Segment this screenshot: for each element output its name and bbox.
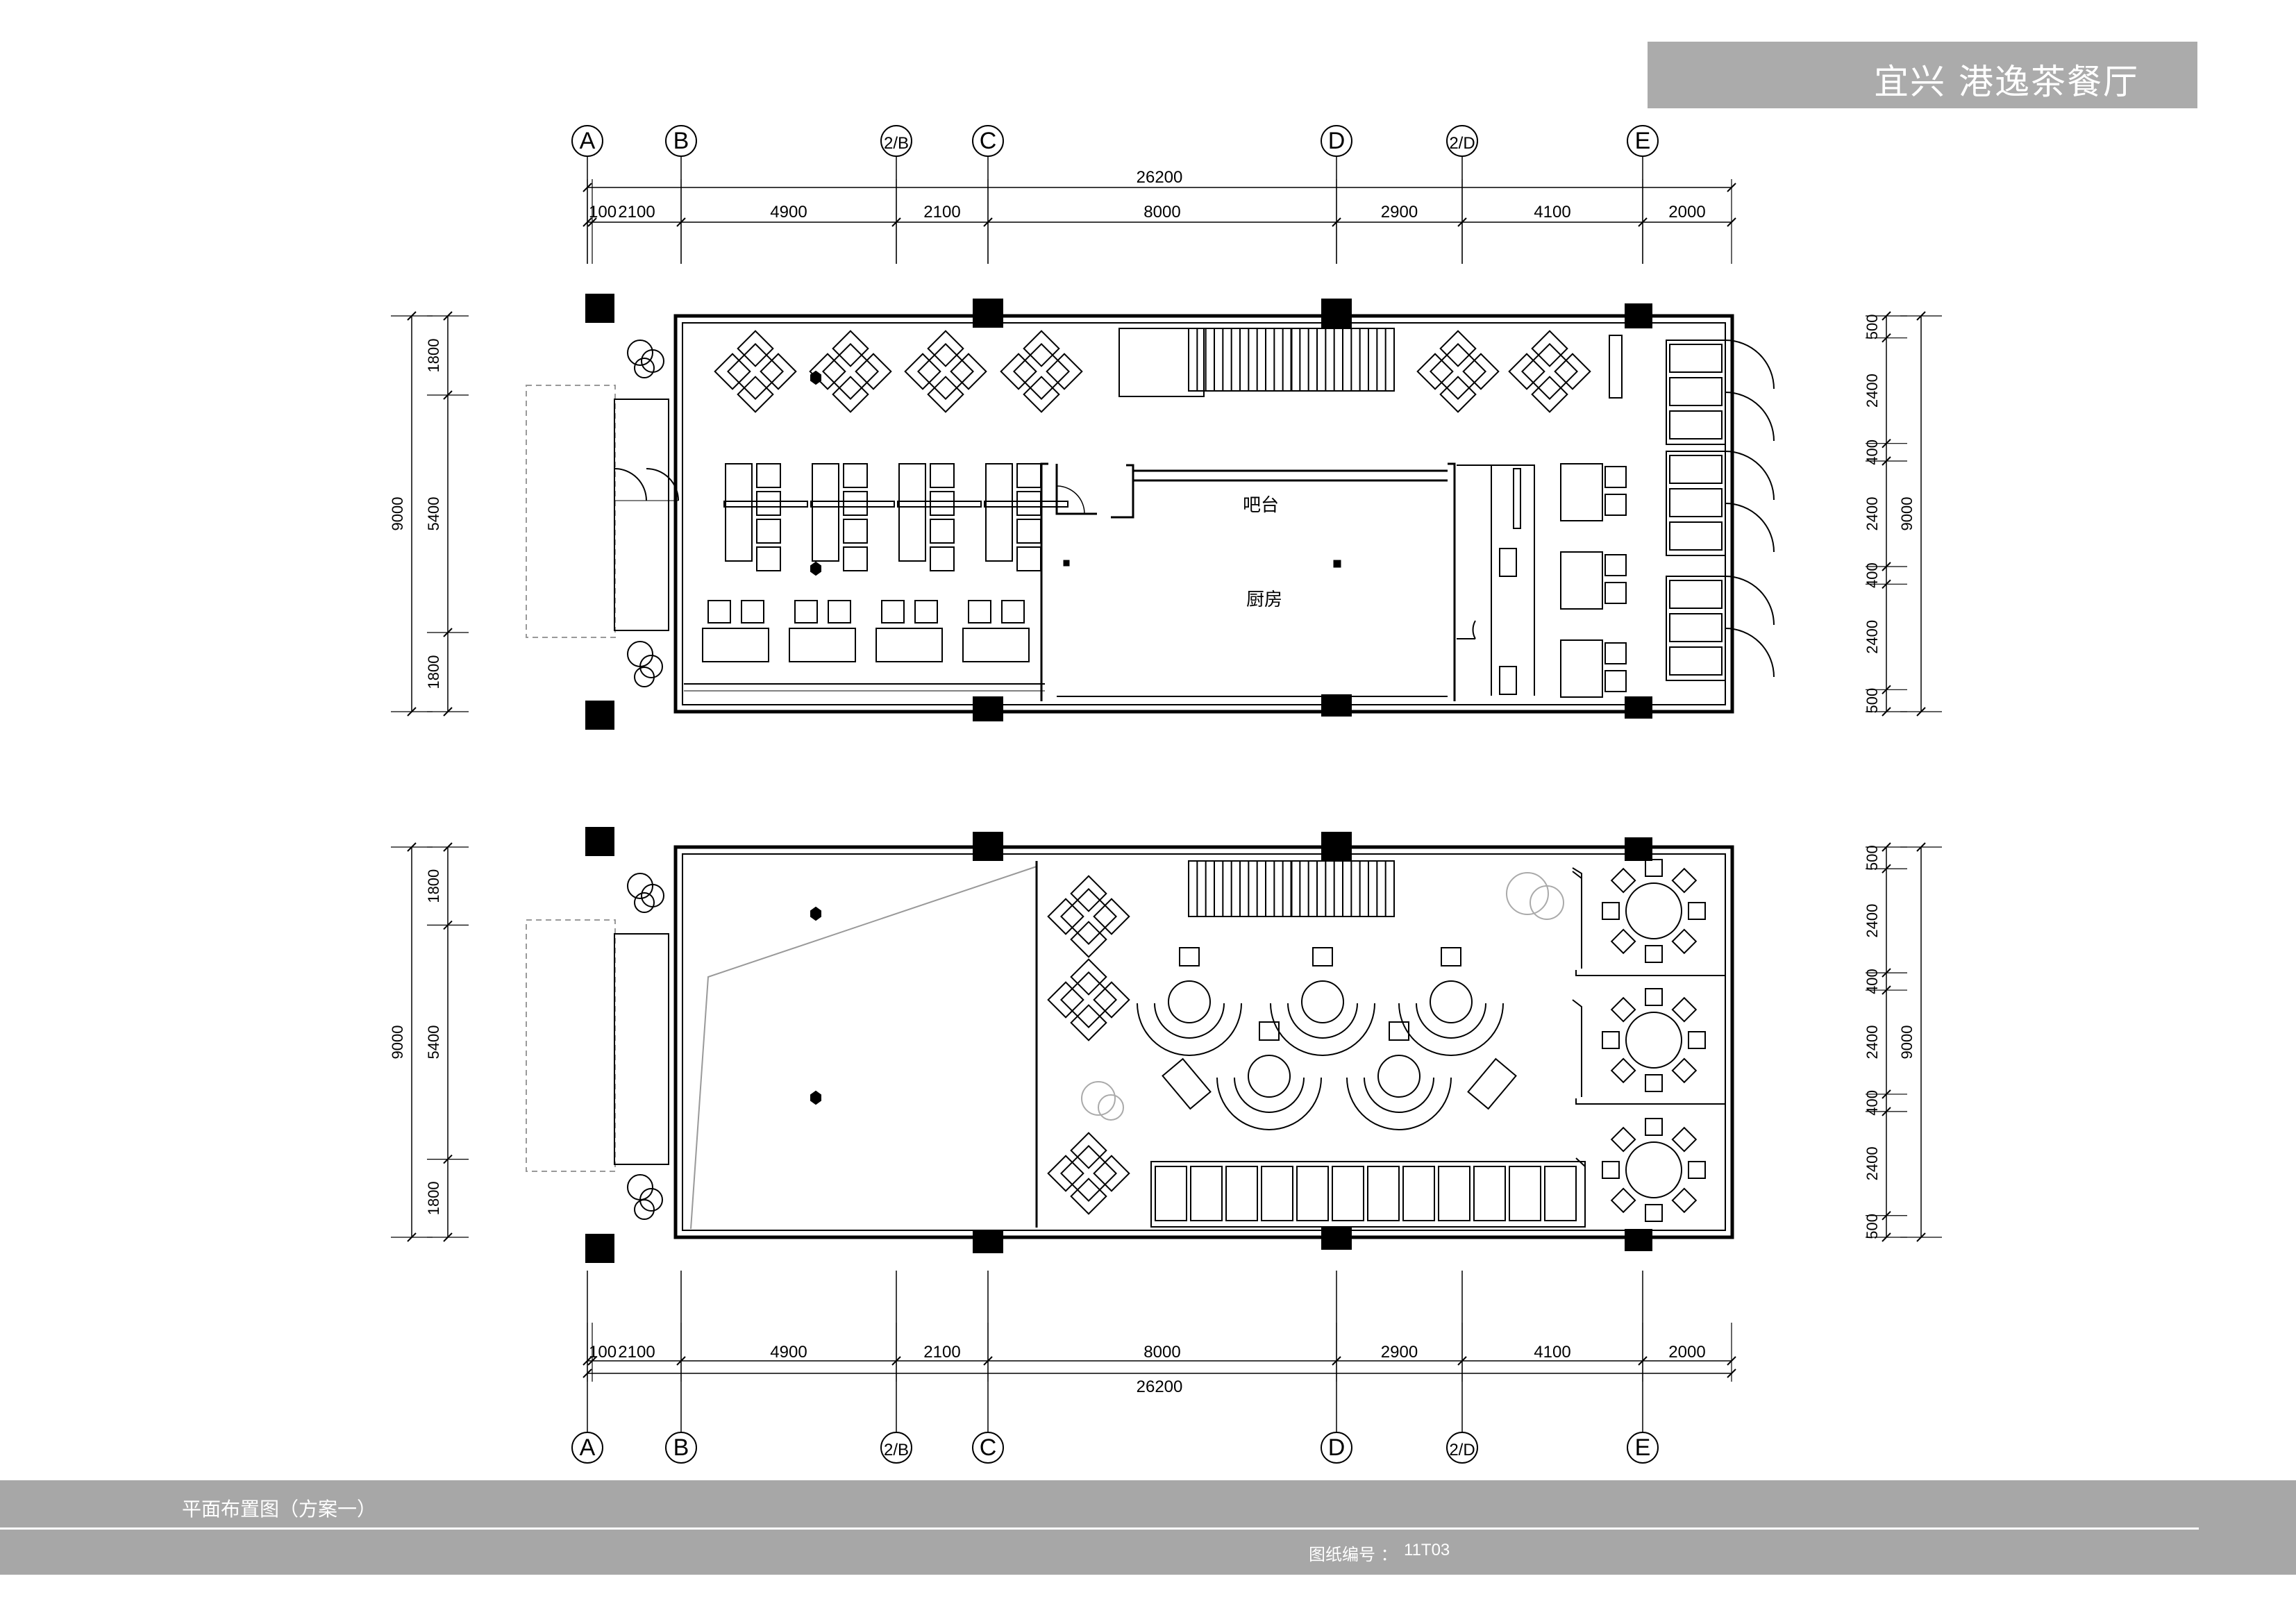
upper-stairs xyxy=(1118,328,1395,397)
upper-plants xyxy=(627,340,664,687)
plan-upper: 吧台 厨房 xyxy=(526,294,1775,730)
dim-segment-4: 8000 xyxy=(1143,1343,1180,1362)
lower-stairs xyxy=(1188,860,1395,917)
upper-outer-wall xyxy=(673,314,1734,714)
vdim-label: 400 xyxy=(1863,1090,1881,1116)
axis-bubbles-bottom: A B 2/B C D 2/D E xyxy=(571,1271,1659,1464)
axis-label-2: 2/B xyxy=(884,1441,909,1459)
dim-segment-0: 100 xyxy=(589,1343,617,1362)
dim-segment-5: 2900 xyxy=(1381,1343,1418,1362)
drawing-name: 平面布置图（方案一） xyxy=(182,1498,377,1521)
dim-segment-6: 4100 xyxy=(1534,1343,1570,1362)
vdim-label: 2400 xyxy=(1863,1026,1881,1060)
drawing-code-label: 图纸编号 ： xyxy=(1309,1545,1398,1564)
dim-segment-0: 100 xyxy=(589,203,617,221)
vdim-label: 2400 xyxy=(1863,620,1881,654)
dim-segment-2: 4900 xyxy=(770,1343,807,1362)
footer-band: 平面布置图（方案一） 图纸编号 ： 11T03 xyxy=(0,1480,2296,1575)
vdim-label: 400 xyxy=(1863,440,1881,465)
axis-label-5: 2/D xyxy=(1449,134,1475,153)
vdim-label: 1800 xyxy=(425,339,442,373)
lower-plants xyxy=(627,873,664,1220)
title-block: 宜兴 港逸茶餐厅 xyxy=(1648,42,2197,108)
bar-label: 吧台 xyxy=(1243,494,1279,515)
lower-booths xyxy=(1150,1157,1586,1228)
footer-divider xyxy=(0,1527,2199,1530)
lower-outer-wall xyxy=(673,845,1734,1239)
axis-label-3: C xyxy=(980,1434,997,1461)
dim-segment-6: 4100 xyxy=(1534,203,1570,221)
vdim-label: 9000 xyxy=(389,1026,406,1060)
vdim-label: 1800 xyxy=(425,655,442,689)
dim-segment-1: 2100 xyxy=(618,203,655,221)
upper-kitchen xyxy=(1040,462,1456,701)
upper-columns xyxy=(585,294,1652,730)
upper-dining-tables xyxy=(714,330,1591,576)
dim-segment-3: 2100 xyxy=(923,203,960,221)
vdim-label: 1800 xyxy=(425,1181,442,1215)
axis-label-0: A xyxy=(580,128,596,154)
vdim-label: 9000 xyxy=(1898,497,1916,531)
vdim-label: 1800 xyxy=(425,869,442,903)
axis-bubbles-top: A B 2/B C D 2/D E xyxy=(571,125,1659,264)
axis-label-1: B xyxy=(673,1434,689,1461)
project-title: 宜兴 港逸茶餐厅 xyxy=(1874,62,2139,102)
vdim-label: 500 xyxy=(1863,1214,1881,1239)
lower-private-rooms xyxy=(1572,859,1725,1222)
vdim-label: 500 xyxy=(1863,688,1881,714)
vdim-label: 9000 xyxy=(389,497,406,531)
plan-lower xyxy=(526,827,1734,1263)
axis-label-3: C xyxy=(980,128,997,154)
vdim-label: 9000 xyxy=(1898,1026,1916,1060)
vdim-label: 2400 xyxy=(1863,374,1881,408)
axis-label-5: 2/D xyxy=(1449,1441,1475,1459)
vertical-dimension-chains: 1800 5400 1800 9000 500 2400 400 2400 400 2400 500… xyxy=(389,311,1942,1242)
vdim-label: 2400 xyxy=(1863,1146,1881,1180)
upper-booths xyxy=(723,463,1069,571)
axis-label-1: B xyxy=(673,128,689,154)
vdim-label: 5400 xyxy=(425,497,442,531)
lower-curved-booths xyxy=(1137,947,1517,1130)
vdim-label: 500 xyxy=(1863,314,1881,340)
axis-label-0: A xyxy=(580,1434,596,1461)
upper-window-booths xyxy=(1666,340,1775,681)
drawing-code: 11T03 xyxy=(1404,1541,1450,1559)
axis-label-4: D xyxy=(1328,128,1346,154)
axis-label-6: E xyxy=(1635,1434,1651,1461)
dim-segment-3: 2100 xyxy=(923,1343,960,1362)
upper-right-booths xyxy=(1560,335,1627,698)
lower-dining-tables xyxy=(1047,875,1130,1215)
axis-label-4: D xyxy=(1328,1434,1346,1461)
dim-segment-5: 2900 xyxy=(1381,203,1418,221)
vdim-label: 500 xyxy=(1863,845,1881,871)
dim-segment-7: 2000 xyxy=(1668,203,1705,221)
vdim-label: 2400 xyxy=(1863,497,1881,531)
kitchen-label: 厨房 xyxy=(1246,589,1282,610)
vdim-label: 2400 xyxy=(1863,904,1881,938)
vdim-label: 400 xyxy=(1863,969,1881,994)
dim-segment-7: 2000 xyxy=(1668,1343,1705,1362)
upper-sofas xyxy=(702,600,1030,662)
dim-total: 26200 xyxy=(1137,168,1183,187)
dim-segment-2: 4900 xyxy=(770,203,807,221)
upper-toilets xyxy=(1457,464,1535,696)
axis-label-6: E xyxy=(1635,128,1651,154)
vdim-label: 400 xyxy=(1863,562,1881,588)
dim-segment-4: 8000 xyxy=(1143,203,1180,221)
lower-columns xyxy=(585,827,1652,1263)
axis-label-2: 2/B xyxy=(884,134,909,153)
dim-total: 26200 xyxy=(1137,1378,1183,1396)
dim-segment-1: 2100 xyxy=(618,1343,655,1362)
vdim-label: 5400 xyxy=(425,1026,442,1060)
